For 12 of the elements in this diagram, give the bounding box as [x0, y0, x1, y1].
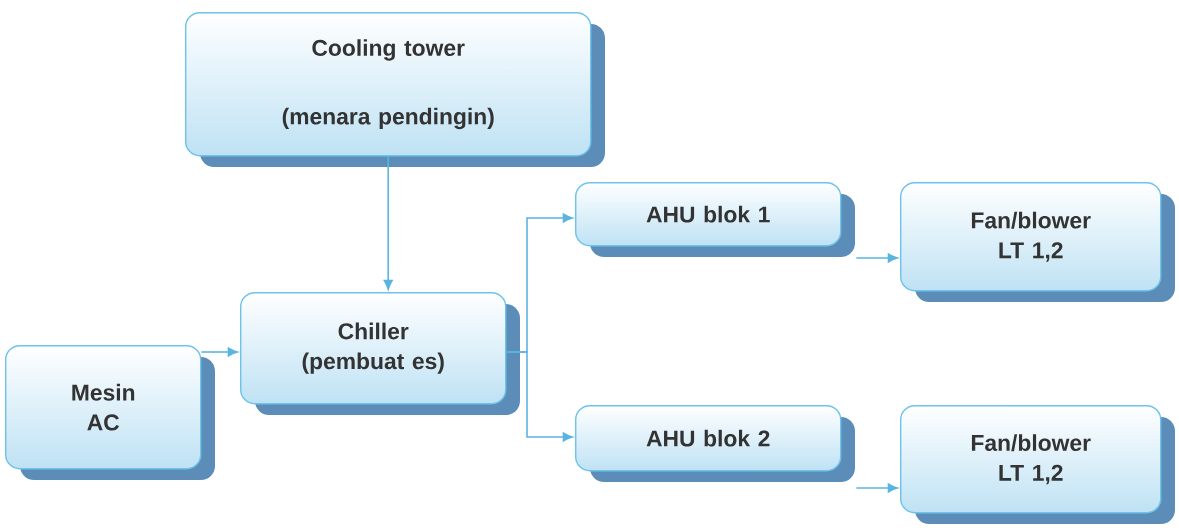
process-box: AHU blok 1 [575, 182, 855, 257]
process-box: AHU blok 2 [575, 405, 855, 482]
arrow [855, 483, 898, 493]
process-box: Fan/blower LT 1,2 [900, 182, 1175, 302]
arrow [383, 155, 393, 290]
process-box: Chiller (pembuat es) [240, 292, 520, 415]
arrow [200, 347, 238, 357]
process-box: Cooling tower (menara pendingin) [185, 12, 605, 167]
arrow [855, 253, 898, 263]
arrow [505, 351, 573, 442]
process-box: Mesin AC [5, 345, 215, 480]
process-box: Fan/blower LT 1,2 [900, 405, 1175, 524]
